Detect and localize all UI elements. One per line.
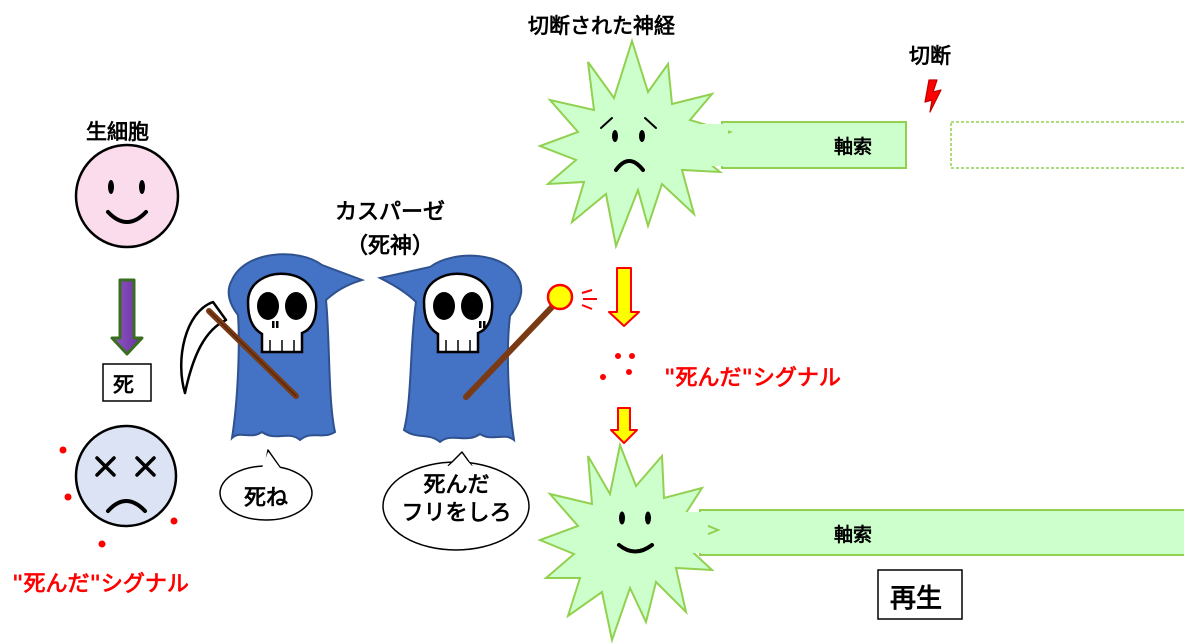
dead-signal-label-right: "死んだ"シグナル [664,366,841,391]
cut-neuron-top [537,37,907,250]
dead-signal-dots-left [59,446,178,548]
bubble-pretend-line1: 死んだ [423,473,490,498]
speech-bubble-pretend [382,451,530,551]
bubble-pretend-line2: フリをしろ [401,501,512,526]
reaper-with-wand-icon [377,254,597,444]
death-box [102,363,152,402]
dead-signal-dots-right [600,353,635,380]
signal-arrow-1 [608,267,640,327]
reaper-with-scythe-icon [179,253,366,442]
lightning-icon [924,79,942,113]
bubble-die-text: 死ね [243,486,288,511]
cut-nerve-title: 切断された神経 [528,14,675,38]
live-cell-face [74,143,180,249]
regeneration-box [877,569,963,620]
live-cell-label: 生細胞 [86,120,149,144]
cut-label: 切断 [909,44,951,68]
dead-signal-label-left: "死んだ"シグナル [12,572,189,597]
regeneration-label: 再生 [890,584,943,614]
speech-bubble-die [219,449,313,521]
severed-axon-outline [950,121,1184,169]
death-box-label: 死 [113,373,134,397]
axon-bottom-label: 軸索 [834,524,873,546]
regenerated-neuron-bottom [537,441,1184,643]
dead-cell-face [74,424,178,528]
bubble-pretend-text: 死んだ フリをしろ [384,472,529,528]
signal-arrow-2 [610,407,638,444]
caspase-title: カスパーゼ [334,200,445,225]
death-arrow [110,278,144,356]
caspase-subtitle: （死神） [345,234,434,259]
axon-top-label: 軸索 [834,136,873,158]
